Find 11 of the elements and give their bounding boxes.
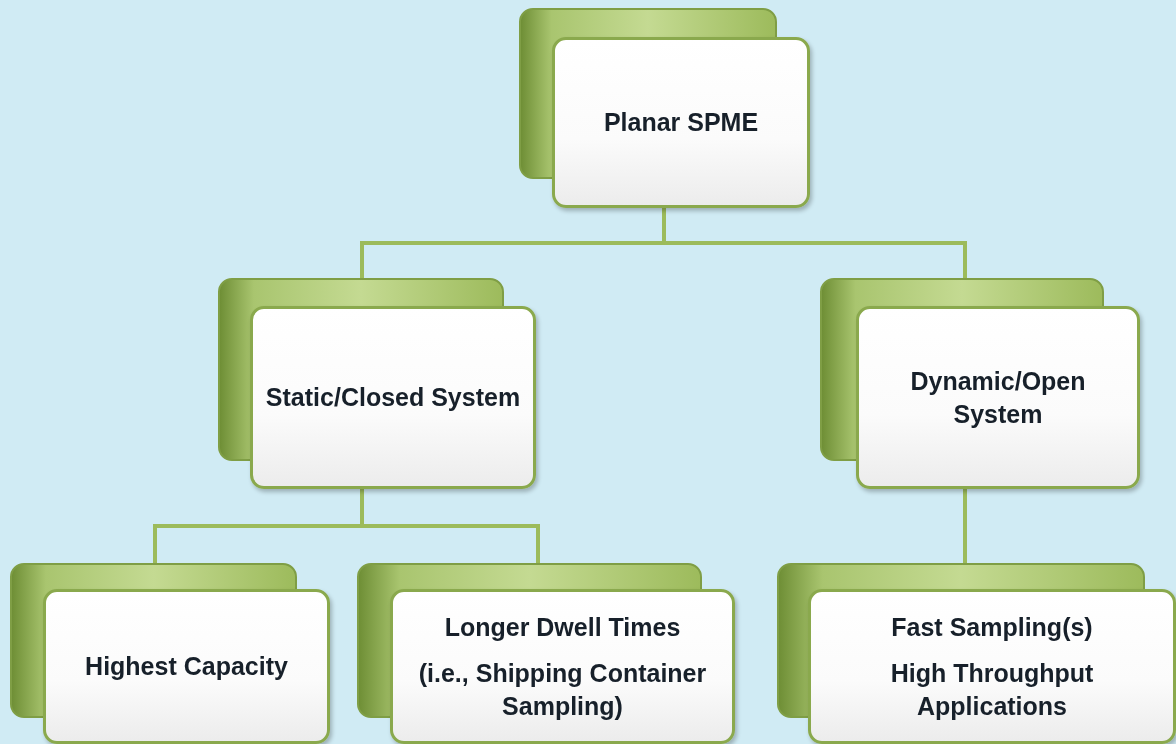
connector-line bbox=[360, 489, 540, 563]
node-label: Planar SPME bbox=[603, 107, 759, 139]
node-label: Dynamic/Open System bbox=[909, 366, 1087, 430]
node-label: Static/Closed System bbox=[265, 382, 521, 414]
connector-line bbox=[963, 489, 967, 563]
node-label: Longer Dwell Times bbox=[444, 611, 681, 643]
node-label: High Throughput Applications bbox=[889, 658, 1095, 722]
connector-line bbox=[662, 208, 967, 278]
node-label: (i.e., Shipping Container Sampling) bbox=[417, 658, 708, 722]
node-label: Fast Sampling(s) bbox=[891, 611, 1093, 643]
node-label: Highest Capacity bbox=[85, 651, 288, 683]
